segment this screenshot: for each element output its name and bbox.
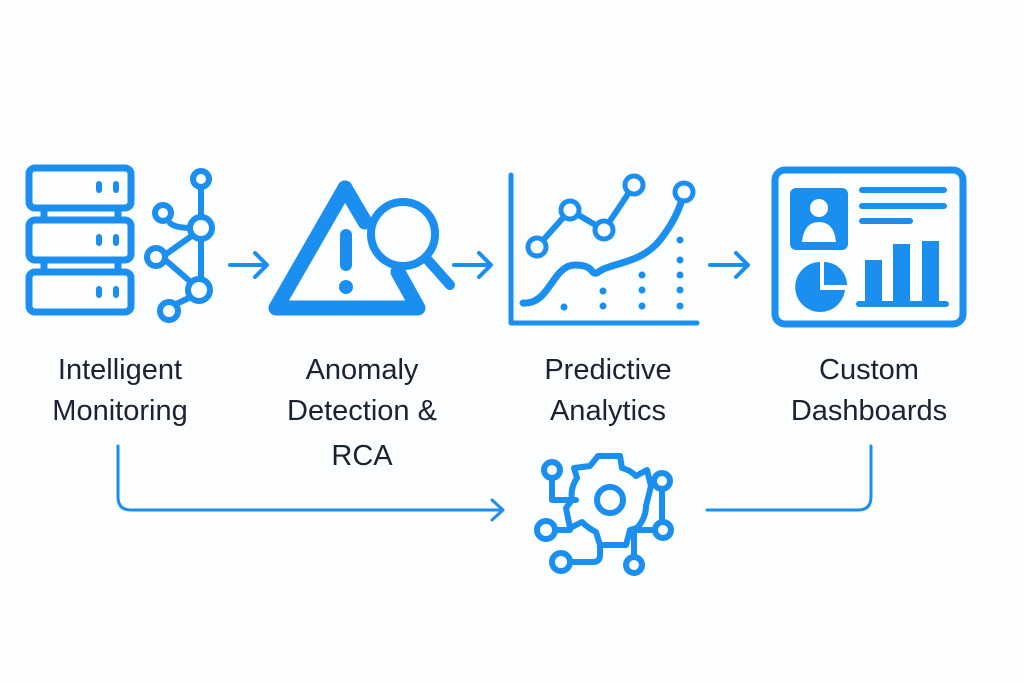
label-line: Detection & [287,395,437,427]
label-line: Dashboards [790,395,948,427]
dashboard-icon [771,166,967,328]
gear-circuit-icon [534,453,674,576]
arrow-icon [452,251,493,279]
step-label-anomaly: Anomaly Detection & RCA [242,350,482,477]
step-label-predictive: Predictive Analytics [488,350,728,432]
warning-triangle-icon [268,180,426,316]
arrow-icon [228,251,269,279]
magnifier-icon [367,198,455,290]
arrow-icon [708,251,750,279]
line-chart-icon [508,172,700,326]
step-label-dashboards: Custom Dashboards [749,350,989,432]
connector-line [116,444,873,522]
step-label-monitoring: Intelligent Monitoring [0,350,240,432]
label-line: Predictive [544,354,672,386]
label-line: Monitoring [52,395,188,427]
label-line: Custom [819,354,919,386]
label-line: RCA [331,440,393,472]
label-line: Anomaly [305,354,419,386]
server-stack-icon [25,164,135,316]
label-line: Intelligent [57,354,183,386]
network-nodes-icon [144,168,215,323]
label-line: Analytics [549,395,667,427]
